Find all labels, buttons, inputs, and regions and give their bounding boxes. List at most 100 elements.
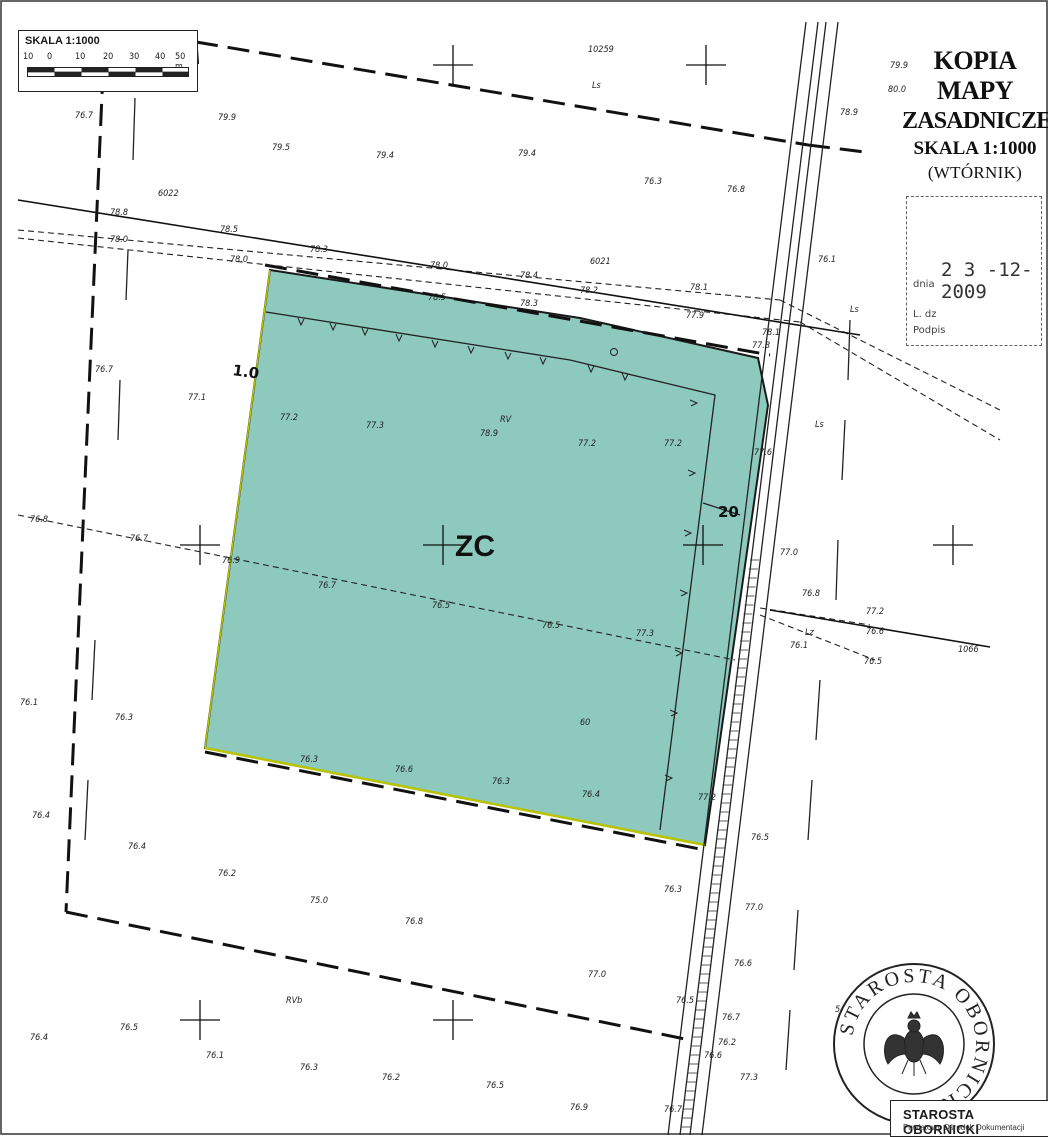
elevation-label: 78.9: [840, 108, 858, 118]
scale-tick: 10: [75, 52, 86, 62]
scale-legend: SKALA 1:1000 10 0 10 20 30 40 50 m: [18, 30, 198, 92]
elevation-label: 76.5: [864, 657, 882, 667]
elevation-label: 76.4: [32, 811, 50, 821]
seal-label-sub: Powiatowy Ośrodek Dokumentacji: [903, 1123, 1025, 1132]
elevation-label: 78.8: [110, 208, 128, 218]
elevation-label: 76.3: [644, 177, 662, 187]
elevation-label: 77.6: [754, 448, 772, 458]
title-line2: ZASADNICZEJ: [902, 108, 1048, 134]
eagle-icon: [884, 1011, 944, 1076]
date-stamp: dnia 2 3 -12- 2009 L. dz Podpis: [906, 196, 1042, 346]
elevation-label: 76.8: [802, 589, 820, 599]
elevation-label: 76.7: [318, 581, 337, 591]
elevation-label: 76.3: [492, 777, 510, 787]
scale-ticks: 10 0 10 20 30 40 50 m: [23, 52, 195, 72]
elevation-label: 76.5: [542, 621, 560, 631]
scale-title: SKALA 1:1000: [25, 35, 100, 47]
elevation-label: 76.5: [120, 1023, 138, 1033]
elevation-label: 78.5: [220, 225, 238, 235]
elevation-label: 79.9: [890, 61, 908, 71]
elevation-label: 78.0: [430, 261, 448, 271]
elevation-label: 78.1: [762, 328, 780, 338]
elevation-label: 77.2: [664, 439, 682, 449]
embankment-line: [265, 311, 716, 831]
elevation-label: 76.2: [218, 869, 236, 879]
land-class-bottom: RVb: [286, 996, 302, 1006]
elevation-label: 78.2: [580, 286, 598, 296]
elevation-label: 78.9: [480, 429, 498, 439]
elevation-label: 78.3: [520, 299, 538, 309]
stamp-dnia: dnia: [913, 279, 935, 290]
title-line4: (WTÓRNIK): [927, 163, 1023, 182]
elevation-label: 76.1: [818, 255, 836, 265]
elevation-label: 77.9: [686, 311, 704, 321]
elevation-label: 79.9: [218, 113, 236, 123]
elevation-label: 76.7: [722, 1013, 741, 1023]
elevation-label: 76.2: [718, 1038, 736, 1048]
scale-tick: 20: [103, 52, 114, 62]
elevation-label: 76.7: [664, 1105, 683, 1115]
elevation-label: 78.0: [110, 235, 128, 245]
elevation-label: 76.6: [866, 627, 884, 637]
land-lz: Lz: [805, 628, 815, 638]
land-ls-right: Ls: [850, 305, 860, 315]
elevation-label: 77.3: [636, 629, 654, 639]
stamp-date: 2 3 -12- 2009: [941, 259, 1033, 303]
road: [667, 21, 839, 1135]
dimension-line: [702, 502, 741, 516]
official-seal: STAROSTA OBORNICKI: [833, 963, 995, 1125]
survey-point: [610, 348, 618, 356]
elevation-label: 77.2: [866, 607, 884, 617]
elevation-label: 76.7: [130, 534, 149, 544]
elevation-label: 80.0: [888, 85, 906, 95]
elevation-label: 76.5: [751, 833, 769, 843]
elevation-label: 78.1: [690, 283, 708, 293]
elevation-label: 76.6: [395, 765, 413, 775]
elevation-label: 78.5: [428, 293, 446, 303]
elevation-label: 76.8: [30, 515, 48, 525]
road-hatch: [680, 559, 759, 1128]
elevation-label: 76.6: [734, 959, 752, 969]
elevation-label: 77.0: [588, 970, 606, 980]
elevation-label: 75.0: [310, 896, 328, 906]
elevation-label: 76.4: [128, 842, 146, 852]
point-1066: 1066: [958, 645, 979, 655]
elevation-label: 77.3: [366, 421, 384, 431]
side-label-top: 1.0: [231, 361, 260, 383]
scale-tick: 40: [155, 52, 166, 62]
elevation-label: 76.4: [30, 1033, 48, 1043]
point-6022: 6022: [158, 189, 179, 199]
title-block: KOPIA MAPY ZASADNICZEJ SKALA 1:1000 (WTÓ…: [902, 46, 1048, 184]
elevation-label: 79.4: [518, 149, 536, 159]
elevation-label: 76.9: [570, 1103, 588, 1113]
elevation-labels: 76.7 79.9 79.5 79.4 79.4 76.3 76.8 79.9 80.0 78.9…: [20, 61, 908, 1115]
parcel-edge-west: [204, 269, 271, 749]
elevation-label: 77.0: [745, 903, 763, 913]
seal-label-title: STAROSTA OBORNICKI: [903, 1107, 980, 1137]
elevation-label: 76.5: [432, 601, 450, 611]
elevation-label: 79.4: [376, 151, 394, 161]
land-ls-top: Ls: [592, 81, 602, 91]
elevation-label: 78.4: [520, 271, 538, 281]
parcel-number: 60: [580, 718, 590, 728]
embankment-ticks: [297, 317, 699, 782]
elevation-label: 77.2: [578, 439, 596, 449]
elevation-label: 76.8: [405, 917, 423, 927]
elevation-label: 76.3: [300, 1063, 318, 1073]
point-6021: 6021: [590, 257, 611, 267]
elevation-label: 76.6: [704, 1051, 722, 1061]
elevation-label: 79.5: [272, 143, 290, 153]
elevation-label: 76.5: [676, 996, 694, 1006]
parcel-top: 10259: [588, 45, 614, 55]
elevation-label: 78.0: [230, 255, 248, 265]
elevation-label: 77.0: [780, 548, 798, 558]
scale-tick: 10: [23, 52, 34, 62]
elevation-label: 76.4: [582, 790, 600, 800]
scale-tick: 30: [129, 52, 140, 62]
elevation-label: 78.3: [310, 245, 328, 255]
elevation-label: 76.3: [300, 755, 318, 765]
elevation-label: 76.1: [790, 641, 808, 651]
stamp-podpis: Podpis: [913, 325, 946, 336]
